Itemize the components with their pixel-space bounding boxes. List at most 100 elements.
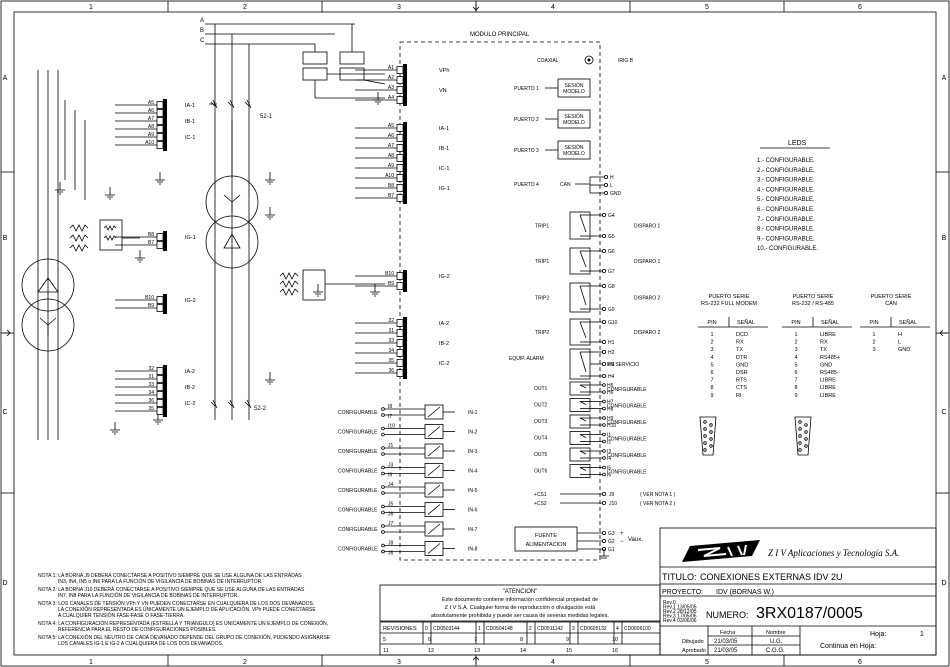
terminal-pin: 33 — [388, 338, 394, 344]
trip-action: DISPARO 1 — [634, 259, 661, 265]
note-line: IN7, IN8 PARA LA FUNCIÓN DE VIGILANCIA D… — [58, 592, 239, 599]
terminal-bracket — [403, 317, 407, 379]
terminal-block — [156, 141, 164, 149]
terminal-block — [396, 124, 404, 132]
row-label-right: B — [942, 235, 947, 242]
terminal-signal: IG-2 — [185, 298, 196, 304]
terminal-block — [156, 296, 164, 304]
terminal-block — [156, 407, 164, 415]
terminal-pin: 34 — [388, 348, 394, 354]
terminal-signal: IB-2 — [439, 341, 449, 347]
terminal-block — [396, 86, 404, 94]
alarm-pin: H4 — [608, 374, 615, 380]
serial-pin: 6 — [710, 370, 713, 376]
serial-pin: 4 — [710, 355, 713, 361]
output-label: OUT2 — [534, 403, 548, 409]
serial-pin: 1 — [794, 332, 797, 338]
port-box — [557, 109, 591, 129]
revision-slot: 5 — [383, 637, 386, 643]
company-name: Z I V Aplicaciones y Tecnología S.A. — [768, 548, 899, 558]
revision-slot: 6 — [428, 637, 431, 643]
input-terminal — [381, 452, 385, 456]
column-label-bottom: 6 — [858, 659, 862, 666]
serial-signal: LIBRE — [820, 393, 836, 399]
terminal-signal: VPh — [439, 68, 449, 74]
terminal-signal: IA-2 — [185, 369, 195, 375]
terminal-block — [156, 383, 164, 391]
db9-pin — [804, 437, 808, 441]
terminal-pin: A4 — [388, 95, 394, 101]
terminal-pin: A9 — [148, 132, 154, 138]
terminal-block — [156, 101, 164, 109]
dibujado-date: 21/03/05 — [714, 639, 738, 645]
serial-signal: GND — [736, 362, 748, 368]
port-label: PUERTO 2 — [514, 117, 539, 123]
aprobado-name: C.G.G. — [766, 648, 785, 654]
cs-pin: J9 — [609, 492, 615, 498]
terminal-block — [156, 304, 164, 312]
optocoupler-diagonal — [427, 543, 441, 554]
serial-pin: 2 — [872, 340, 875, 346]
serial-header-pin: PIN — [869, 320, 878, 326]
terminal-pin: 35 — [388, 358, 394, 364]
serial-pin: 8 — [794, 385, 797, 391]
revision-slot: 9 — [566, 637, 569, 643]
note-line: NOTA 4: LA CONFIGURACIÓN REPRESENTADA (E… — [38, 620, 328, 627]
ziv-logo-icon — [682, 540, 760, 562]
terminal-pin: B10 — [385, 271, 394, 277]
trip-terminal — [602, 248, 607, 253]
port-4-pin-terminal — [604, 174, 609, 179]
port-box-line: MODELO — [563, 89, 585, 95]
revision-slot: 7 — [474, 637, 477, 643]
power-supply-label-1: FUENTE — [535, 533, 557, 539]
terminal-pin: A6 — [388, 133, 394, 139]
column-label-bottom: 2 — [243, 659, 247, 666]
input-terminal — [381, 471, 385, 476]
optocoupler-diagonal — [427, 523, 441, 535]
serial-pin: 1 — [872, 332, 875, 338]
cs-label: +CS2 — [534, 501, 547, 507]
relay-contact-icon — [579, 384, 587, 389]
trip-pin: G9 — [608, 307, 615, 313]
input-pin: I10 — [388, 424, 395, 430]
phase-c-label: C — [200, 38, 205, 44]
serial-signal: RI — [736, 393, 742, 399]
terminal-pin: A7 — [388, 143, 394, 149]
cs-pin: J10 — [609, 501, 617, 507]
input-terminal — [381, 504, 385, 509]
terminal-pin: B7 — [388, 193, 394, 199]
voltage-transformers — [302, 24, 386, 99]
revision-slot: 12 — [428, 648, 434, 654]
ground-icon — [265, 172, 275, 185]
terminal-block — [396, 319, 404, 327]
terminal-block — [156, 233, 164, 241]
column-label-bottom: 1 — [89, 659, 93, 666]
output-terminal — [602, 423, 606, 427]
terminal-signal: IG-1 — [439, 186, 450, 192]
terminal-pin: A2 — [388, 75, 394, 81]
terminal-signal: IC-1 — [185, 135, 195, 141]
terminal-bracket — [403, 270, 407, 292]
relay-frame — [569, 211, 591, 240]
revision-note: Rev.3 17/05/06 — [663, 614, 697, 620]
terminal-pin: B9 — [148, 303, 154, 309]
breaker-52-2: 52-2 — [210, 399, 267, 412]
input-terminal — [381, 465, 385, 470]
project-name: IDV (BORNAS W.) — [716, 589, 774, 596]
db9-pin — [709, 437, 713, 441]
terminal-block — [396, 369, 404, 377]
column-label-bottom: 3 — [397, 659, 401, 666]
ground-icon — [313, 284, 323, 297]
column-label-bottom: 4 — [551, 659, 555, 666]
output-function: CONFIGURABLE — [607, 420, 647, 426]
output-pin: H9 — [607, 416, 614, 422]
output-label: OUT4 — [534, 436, 548, 442]
terminal-block — [396, 154, 404, 162]
input-pin: J8 — [388, 541, 394, 547]
row-label-left: D — [2, 580, 7, 587]
port-4-pin: GND — [610, 191, 622, 197]
input-pin: J3 — [388, 463, 394, 469]
